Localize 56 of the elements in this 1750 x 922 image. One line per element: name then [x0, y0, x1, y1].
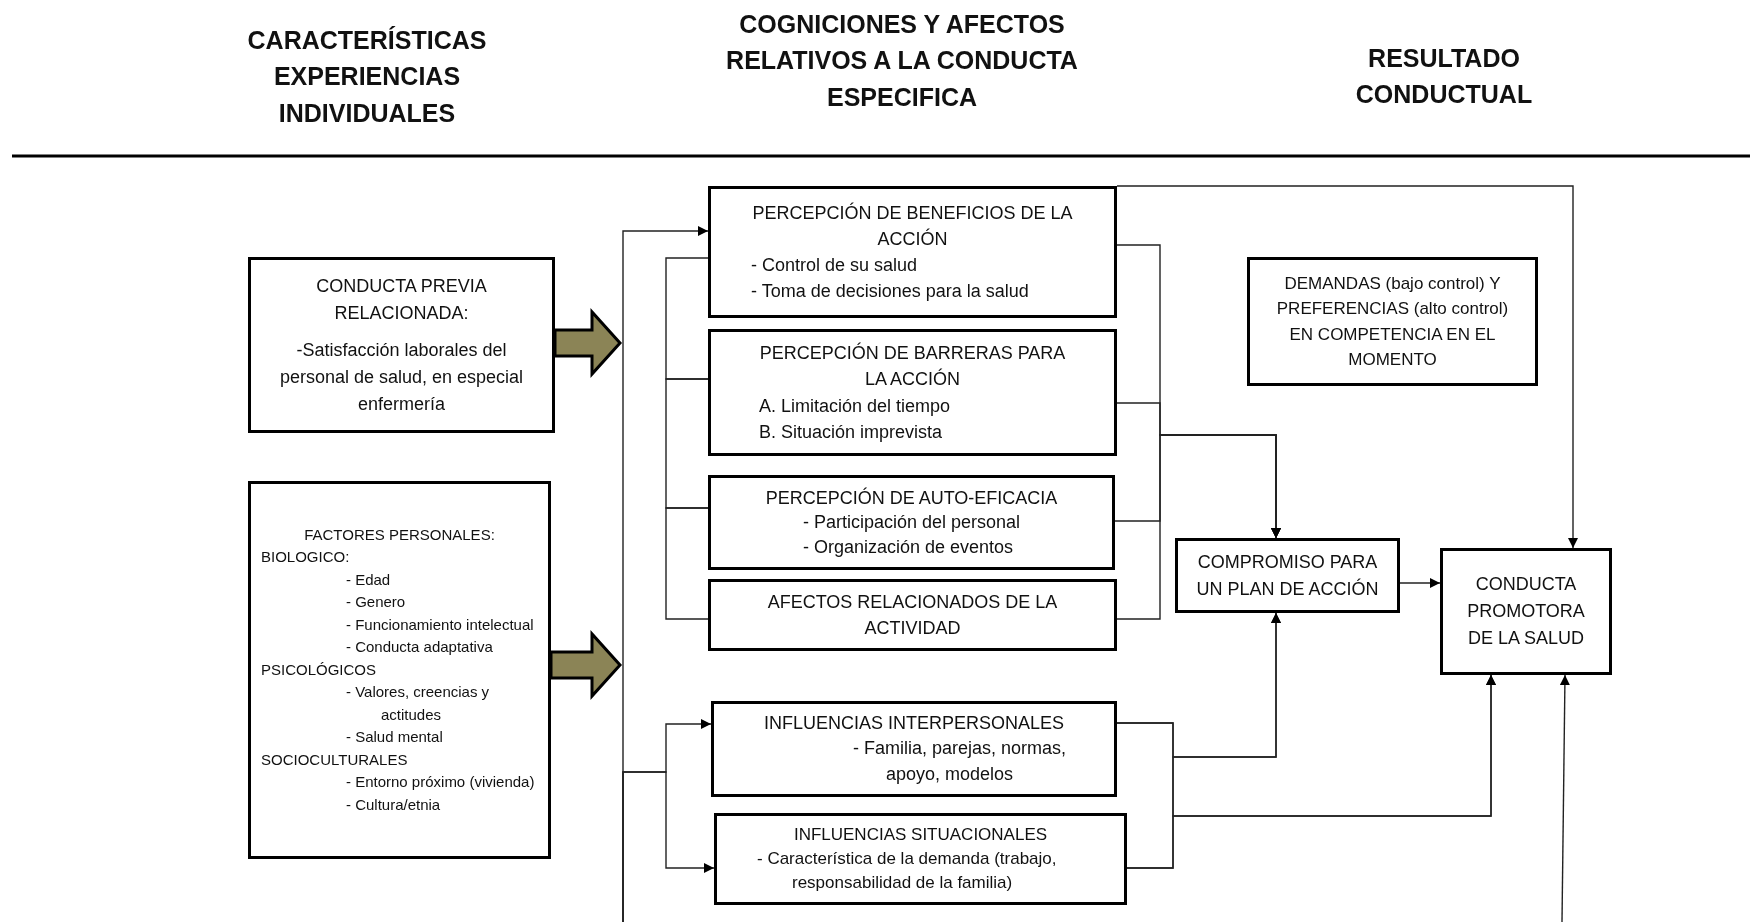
box-title: PERCEPCIÓN DE BARRERAS PARA LA ACCIÓN — [758, 341, 1067, 392]
arrow — [1399, 578, 1441, 588]
connector-line — [665, 257, 709, 380]
box-title: PERCEPCIÓN DE BENEFICIOS DE LA ACCIÓN — [751, 201, 1074, 251]
category-label: - Toma de decisiones para la salud — [751, 280, 1030, 304]
list-item: - Funcionamiento intelectual — [345, 614, 535, 635]
column-heading: COGNICIONES Y AFECTOS RELATIVOS A LA CONDUCTA ESPECIFICA — [725, 9, 1079, 113]
list-item: - Conducta adaptativa — [345, 637, 494, 658]
arrow — [1116, 185, 1578, 549]
list-item: - Valores, creencias y actitudes — [345, 682, 491, 725]
block-arrow — [549, 630, 623, 700]
connector-line — [665, 507, 709, 620]
list-item: - Genero — [345, 592, 407, 613]
category-label: - Organización de eventos — [802, 535, 1015, 559]
category-label: - Participación del personal — [802, 511, 1022, 535]
box-text: -Satisfacción laborales del personal de salud, en especial enfermería — [278, 338, 525, 416]
category-label: BIOLOGICO: — [260, 547, 351, 568]
category-label: - Control de su salud — [751, 254, 919, 277]
category-label: A. Limitación del tiempo — [758, 394, 952, 418]
box-title: INFLUENCIAS SITUACIONALES — [792, 824, 1049, 847]
arrow — [622, 771, 715, 922]
arrow — [1116, 434, 1281, 620]
box-title: FACTORES PERSONALES: — [303, 524, 496, 545]
process-box — [248, 257, 555, 433]
process-box — [1440, 548, 1612, 675]
list-item: - Cultura/etnia — [345, 794, 442, 815]
list-item: - Entorno próximo (vivienda) — [345, 772, 536, 793]
process-box — [708, 186, 1117, 318]
box-title: DEMANDAS (bajo control) Y PREFERENCIAS (alto control) EN COMPETENCIA EN EL MOMENTO — [1275, 272, 1510, 371]
process-box — [1175, 538, 1400, 613]
arrow — [1559, 674, 1570, 922]
arrow — [1126, 674, 1496, 869]
column-heading: RESULTADO CONDUCTUAL — [1354, 43, 1534, 111]
box-title: AFECTOS RELACIONADOS DE LA ACTIVIDAD — [766, 590, 1059, 640]
process-box — [248, 481, 551, 859]
box-title: COMPROMISO PARA UN PLAN DE ACCIÓN — [1195, 550, 1380, 601]
box-title: CONDUCTA PROMOTORA DE LA SALUD — [1466, 573, 1586, 650]
process-box — [714, 813, 1127, 905]
connector-line — [665, 378, 709, 509]
box-title: CONDUCTA PREVIA RELACIONADA: — [315, 274, 488, 325]
box-title: PERCEPCIÓN DE AUTO-EFICACIA — [764, 486, 1059, 511]
category-label: SOCIOCULTURALES — [260, 749, 409, 770]
box-title: INFLUENCIAS INTERPERSONALES — [762, 712, 1066, 736]
category-label: B. Situación imprevista — [758, 420, 944, 444]
list-item: - Salud mental — [345, 727, 444, 748]
column-heading: CARACTERÍSTICAS EXPERIENCIAS INDIVIDUALES — [246, 25, 488, 129]
process-box — [1247, 257, 1538, 386]
process-box — [708, 475, 1115, 570]
list-item: - Familia, parejas, normas, apoyo, modelos — [852, 737, 1068, 786]
block-arrow — [553, 308, 623, 378]
list-item: - Característica de la demanda (trabajo, responsabilidad de la familia) — [756, 848, 1058, 894]
process-box — [711, 701, 1117, 797]
process-box — [708, 579, 1117, 651]
process-box — [708, 329, 1117, 456]
category-label: PSICOLÓGICOS — [260, 659, 378, 680]
list-item: - Edad — [345, 569, 392, 590]
